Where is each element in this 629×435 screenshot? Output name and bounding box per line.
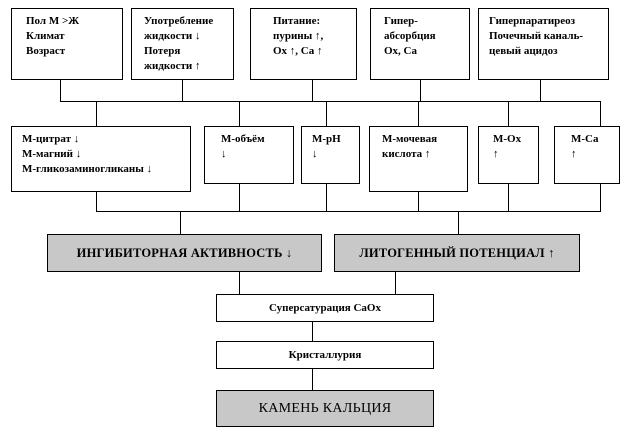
factor-fluid-box: Употребление жидкости ↓ Потеря жидкости … [131,8,234,80]
urine-citrate-box: М-цитрат ↓ М-магний ↓ М-гликозаминоглика… [11,126,191,192]
factor-hyperabsorption-text: Гипер- абсорбция Ox, Ca [384,15,436,57]
lithogenic-potential-text: ЛИТОГЕННЫЙ ПОТЕНЦИАЛ ↑ [359,245,555,260]
connector [312,368,313,390]
calcium-stone-box: КАМЕНЬ КАЛЬЦИЯ [216,390,434,427]
connector [395,271,396,294]
connector [60,79,61,101]
urine-calcium-box: М-Ca ↑ [554,126,620,184]
urine-uric-acid-box: М-мочевая кислота ↑ [369,126,468,192]
urine-oxalate-box: М-Ox ↑ [478,126,539,184]
factor-hyperabsorption-box: Гипер- абсорбция Ox, Ca [370,8,470,80]
inhibitory-activity-text: ИНГИБИТОРНАЯ АКТИВНОСТЬ ↓ [76,245,293,260]
urine-citrate-text: М-цитрат ↓ М-магний ↓ М-гликозаминоглика… [22,133,153,175]
connector [182,79,183,101]
connector [458,211,459,234]
connector [420,79,421,101]
connector [96,191,97,211]
factor-hyperparathyroidism-text: Гиперпаратиреоз Почечный каналь- цевый а… [489,15,584,57]
urine-ph-text: М-pH ↓ [312,133,341,160]
connector [239,271,240,294]
factor-demographics-text: Пол М >Ж Климат Возраст [26,15,80,57]
factor-demographics-box: Пол М >Ж Климат Возраст [11,8,123,80]
connector [312,79,313,101]
connector [540,79,541,101]
inhibitory-activity-box: ИНГИБИТОРНАЯ АКТИВНОСТЬ ↓ [47,234,322,272]
urine-calcium-text: М-Ca ↑ [571,133,599,160]
connector [418,191,419,211]
connector [600,101,601,127]
connector [239,183,240,211]
connector [600,183,601,211]
connector [239,101,240,127]
top-bus-line [60,101,601,102]
factor-diet-box: Питание: пурины ↑, Ox ↑, Ca ↑ [250,8,357,80]
connector [508,183,509,211]
connector [508,101,509,127]
connector [96,101,97,127]
calcium-stone-text: КАМЕНЬ КАЛЬЦИЯ [258,400,392,416]
urine-oxalate-text: М-Ox ↑ [493,133,522,160]
urine-volume-box: М-объём ↓ [204,126,294,184]
connector [418,101,419,127]
connector [326,101,327,127]
mid-bus-line [96,211,601,212]
crystalluria-text: Кристаллурия [288,348,362,361]
supersaturation-box: Суперсатурация СаОх [216,294,434,322]
factor-fluid-text: Употребление жидкости ↓ Потеря жидкости … [144,15,214,72]
crystalluria-box: Кристаллурия [216,341,434,369]
urine-ph-box: М-pH ↓ [301,126,360,184]
factor-hyperparathyroidism-box: Гиперпаратиреоз Почечный каналь- цевый а… [478,8,609,80]
factor-diet-text: Питание: пурины ↑, Ox ↑, Ca ↑ [273,15,324,57]
connector [326,183,327,211]
urine-uric-acid-text: М-мочевая кислота ↑ [382,133,438,160]
lithogenic-potential-box: ЛИТОГЕННЫЙ ПОТЕНЦИАЛ ↑ [334,234,580,272]
connector [312,321,313,341]
supersaturation-text: Суперсатурация СаОх [269,301,381,314]
urine-volume-text: М-объём ↓ [221,133,265,160]
connector [180,211,181,234]
